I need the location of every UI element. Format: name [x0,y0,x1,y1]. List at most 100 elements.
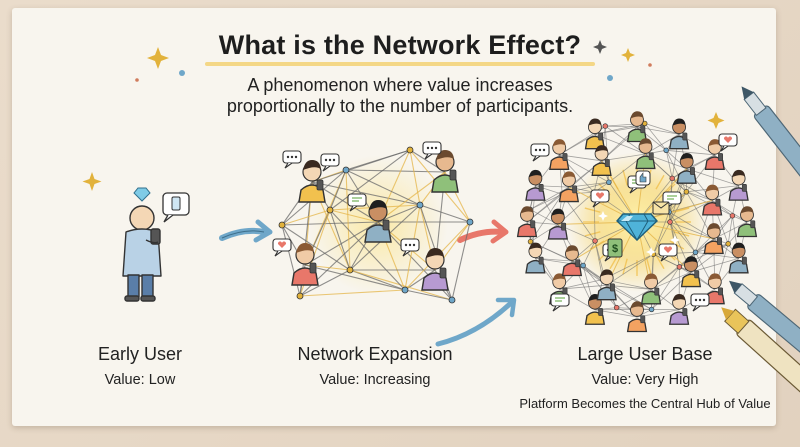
network-link [671,178,687,193]
glow-ray [584,207,601,213]
dots-bubble-icon [530,143,550,162]
person-icon [298,160,326,203]
stage-note-large-user-base: Platform Becomes the Central Hub of Valu… [519,396,771,411]
page-title: What is the Network Effect? [218,30,582,60]
person-icon [584,118,606,150]
network-link [665,150,673,179]
network-node [676,264,683,270]
network-link [304,264,406,291]
marker-pens [721,86,800,413]
person-icon [364,200,392,243]
network-link [329,209,351,271]
blue-marker-bottom [729,280,800,383]
title-underline [205,62,595,66]
person-icon [626,301,648,333]
person-icon [702,184,723,216]
network-link [329,169,347,211]
glow-ray [622,258,628,275]
person-icon [549,139,570,170]
heart-bubble-icon [272,238,292,257]
network-link [529,186,570,210]
subtitle-line-1: A phenomenon where value increases [247,75,553,95]
person-icon [547,208,568,240]
network-link [377,204,421,223]
network-link [311,181,421,206]
person-icon [728,242,749,274]
sparkle-icon [598,211,608,221]
network-link [345,169,421,206]
diamond-icon [616,213,658,241]
person-icon [680,256,702,288]
network-node [725,241,731,247]
stage-value-early-user: Value: Low [104,372,176,388]
sparkle-icon [670,235,680,245]
msg-bubble-icon [347,193,367,212]
glow-ray [655,174,665,190]
sparkle-icon [82,172,102,191]
network-node [729,213,736,219]
network-link [605,125,646,155]
network-link [727,215,733,244]
network-node [667,219,673,225]
network-link [582,265,617,308]
person-icon [558,171,580,203]
person-icon [703,223,724,255]
network-link [582,240,596,266]
glow-ray [655,254,665,270]
stage-label-network-expansion: Network Expansion [297,344,453,364]
person-icon [516,206,538,238]
network-link [690,257,739,273]
yellow-marker [721,307,800,413]
person-icon [668,294,690,325]
network-link [605,125,638,128]
dots-bubble-icon [282,150,302,169]
stage-label-large-user-base: Large User Base [577,344,713,364]
network-link [329,149,411,211]
network-node [406,146,414,154]
person-icon [668,118,690,150]
person-icon [291,243,319,286]
network-link [650,271,692,290]
network-link [653,221,671,255]
network-link [669,221,696,253]
network-link [345,149,411,171]
network-link [404,289,453,301]
small-diamond-icon [133,187,151,202]
network-link [409,149,421,206]
network-link [652,211,670,255]
network-expansion-graph [272,141,474,304]
network-link [695,251,739,259]
network-node [527,238,534,245]
arrow-to-large-base [457,219,509,244]
glow-ray [589,240,605,250]
person-icon [591,145,612,176]
person-icon [640,273,662,305]
network-link [281,209,331,226]
network-link [329,209,406,291]
stage-label-early-user: Early User [97,344,182,364]
network-link [644,123,680,135]
network-node [592,238,598,244]
network-link [669,200,713,223]
person-icon [736,206,758,238]
network-node [296,292,304,300]
large-user-base-graph: $ [516,111,758,333]
person-icon [635,138,656,170]
network-link [644,123,667,151]
person-icon [704,273,725,305]
arrow-to-expansion [219,219,273,243]
thumbs-up-icon [635,170,651,186]
arrow-rising [435,297,517,347]
person-icon [728,169,749,201]
network-link [281,224,351,271]
network-node [326,206,334,214]
network-link [606,253,654,286]
network-link [594,133,646,155]
glow-ray [673,207,690,213]
network-link [530,193,563,210]
person-icon [704,139,725,170]
network-link [653,253,680,268]
network-node [346,266,354,274]
